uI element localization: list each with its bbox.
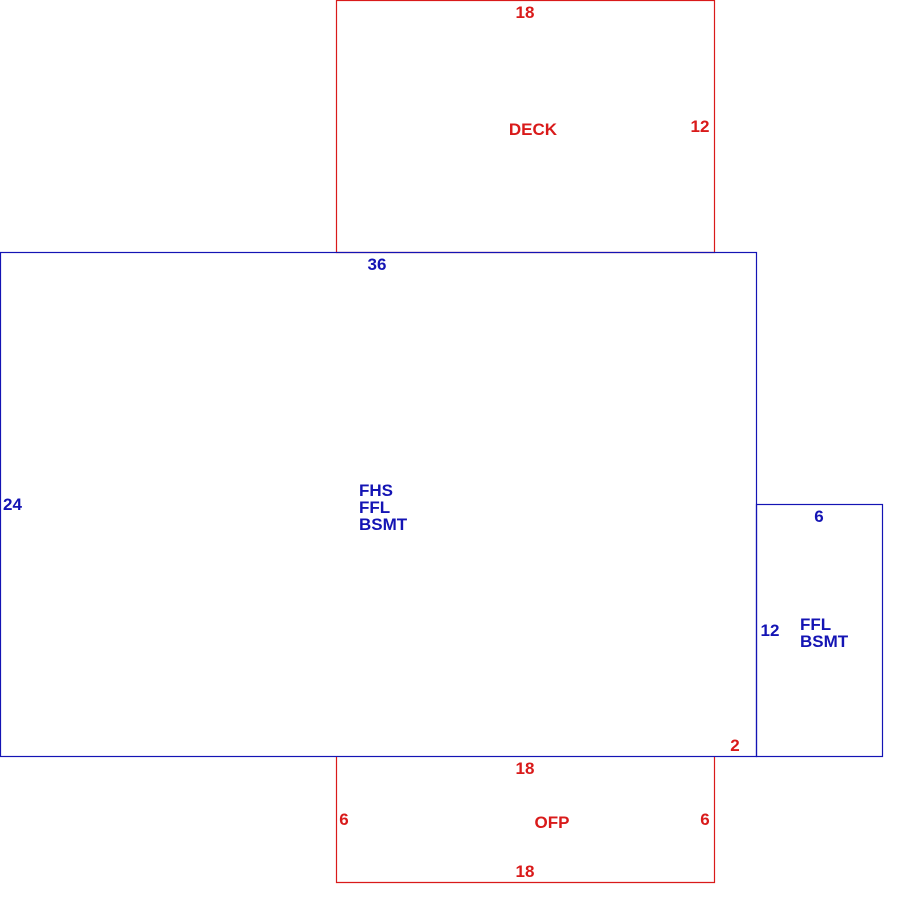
addition-code-1: FFL bbox=[800, 615, 831, 634]
deck-label: DECK bbox=[509, 120, 558, 139]
addition-left-dimension: 12 bbox=[761, 621, 780, 640]
porch-right-dimension: 6 bbox=[700, 810, 709, 829]
porch-outline bbox=[335, 757, 716, 884]
main-house-code-2: FFL bbox=[359, 498, 390, 517]
main-house-left-dimension: 24 bbox=[3, 495, 22, 514]
porch-left-dimension: 6 bbox=[339, 810, 348, 829]
addition-outline bbox=[755, 503, 884, 758]
main-house-code-1: FHS bbox=[359, 481, 393, 500]
offset-dimension: 2 bbox=[730, 736, 739, 755]
main-house-top-dimension: 36 bbox=[368, 255, 387, 274]
main-house-code-3: BSMT bbox=[359, 515, 408, 534]
deck-right-dimension: 12 bbox=[691, 117, 710, 136]
addition-top-dimension: 6 bbox=[814, 507, 823, 526]
porch-label: OFP bbox=[535, 813, 570, 832]
porch-bottom-dimension: 18 bbox=[516, 862, 535, 881]
addition-code-2: BSMT bbox=[800, 632, 849, 651]
porch-top-dimension: 18 bbox=[516, 759, 535, 778]
deck-top-dimension: 18 bbox=[516, 3, 535, 22]
